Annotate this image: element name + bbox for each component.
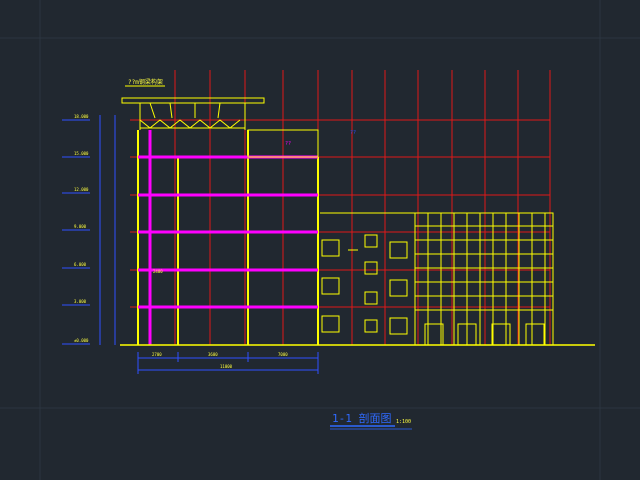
dim-span-total: 11000 bbox=[220, 364, 233, 369]
dimension-lines bbox=[137, 352, 319, 374]
roof-note: ??m钢梁构架 bbox=[128, 78, 163, 86]
svg-text:9.000: 9.000 bbox=[74, 224, 87, 229]
building-frame bbox=[120, 129, 595, 346]
svg-text:12.000: 12.000 bbox=[74, 187, 89, 192]
svg-text:18.000: 18.000 bbox=[74, 114, 89, 119]
dim-span-right: 7000 bbox=[278, 352, 288, 357]
curtain-wall bbox=[320, 212, 554, 346]
svg-text:3.000: 3.000 bbox=[74, 299, 87, 304]
side-windows bbox=[321, 234, 408, 335]
drawing-title: 1-1 剖面图 bbox=[332, 411, 392, 425]
drawing-scale: 1:100 bbox=[396, 419, 411, 425]
svg-text:±0.000: ±0.000 bbox=[74, 338, 89, 343]
dim-small: 2400 bbox=[153, 269, 163, 274]
elevation-labels: 18.000 15.000 12.000 9.000 6.000 3.000 ±… bbox=[74, 114, 89, 343]
note-b: ?? bbox=[350, 130, 356, 136]
red-axis-grid bbox=[130, 70, 551, 345]
roof-truss bbox=[121, 97, 265, 130]
dim-span-mid: 3600 bbox=[208, 352, 218, 357]
svg-text:6.000: 6.000 bbox=[74, 262, 87, 267]
svg-text:15.000: 15.000 bbox=[74, 151, 89, 156]
elevation-marks bbox=[62, 115, 116, 345]
dim-span-left: 2700 bbox=[152, 352, 162, 357]
note-a: ?? bbox=[285, 141, 291, 147]
